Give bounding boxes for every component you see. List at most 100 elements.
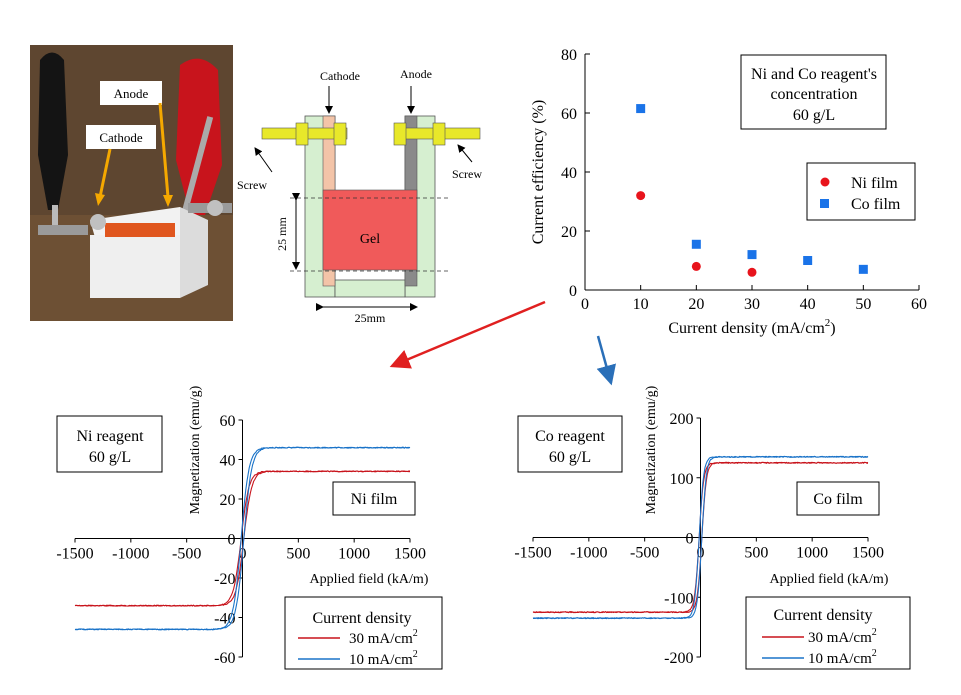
schematic-screw-right: Screw <box>452 167 482 181</box>
ni-point <box>636 191 646 201</box>
ni-y-tick-label: 40 <box>220 453 236 470</box>
ni-reagent-line-1: Ni reagent <box>76 428 144 445</box>
ni-y-tick-label: -20 <box>214 571 235 588</box>
ni-y-label: Magnetization (emu/g) <box>188 385 203 514</box>
efficiency-legend <box>806 162 916 221</box>
cell-photo: Anode Cathode <box>30 45 233 321</box>
ni-x-tick-label: -1000 <box>112 546 149 563</box>
ni-legend <box>284 596 443 670</box>
schematic-anode-label: Anode <box>400 67 432 81</box>
co-legend-30-label: 30 mA/cm2 <box>808 627 877 646</box>
legend-co-label: Co film <box>851 196 901 213</box>
efficiency-x-tick-label: 0 <box>581 296 589 313</box>
co-reagent-line-1: Co reagent <box>535 428 605 445</box>
co-film-box <box>796 481 880 516</box>
ni-y-tick-label: 0 <box>228 532 236 549</box>
ni-x-tick-label: -1500 <box>56 546 93 563</box>
co-reagent-line-2: 60 g/L <box>549 449 591 466</box>
co-y-tick-label: 200 <box>670 411 694 428</box>
co-point <box>803 256 813 265</box>
co-y-label: Magnetization (emu/g) <box>644 385 659 514</box>
efficiency-y-tick-label: 80 <box>561 47 577 64</box>
photo-anode-label: Anode <box>114 86 149 101</box>
efficiency-y-label: Current efficiency (%) <box>530 100 547 245</box>
ni-reagent-box <box>56 415 163 473</box>
gel-region <box>322 189 418 271</box>
ni-legend-30-label: 30 mA/cm2 <box>349 628 418 647</box>
ni-x-tick-label: -500 <box>172 546 201 563</box>
ni-x-tick-label: 1500 <box>394 546 426 563</box>
photo-cathode-arrow <box>98 148 112 198</box>
co-curves <box>532 455 869 620</box>
red-clip <box>176 58 222 215</box>
legend-co-marker <box>820 199 829 208</box>
concentration-line-3: 60 g/L <box>793 107 835 124</box>
cell-photo-drawing: Anode Cathode <box>30 45 233 321</box>
cell-container <box>90 235 180 298</box>
co-x-tick-label: -1000 <box>570 545 607 562</box>
co-point <box>858 264 868 274</box>
photo-cathode-label: Cathode <box>99 130 143 145</box>
co-x-tick-label: 1500 <box>852 545 884 562</box>
ni-x-tick-label: 500 <box>286 546 310 563</box>
co-reagent-box <box>517 415 623 473</box>
efficiency-x-tick-label: 40 <box>800 296 816 313</box>
ni-curves <box>74 446 411 631</box>
efficiency-points <box>636 104 868 277</box>
efficiency-x-tick-label: 20 <box>688 296 704 313</box>
ni-curve-10-return <box>74 446 411 631</box>
co-legend-title: Current density <box>773 607 872 624</box>
ni-y-tick-label: -60 <box>214 650 235 667</box>
efficiency-x-label: Current density (mA/cm2) <box>668 317 835 337</box>
co-legend-10-label: 10 mA/cm2 <box>808 648 877 667</box>
ni-film-label: Ni film <box>351 491 398 508</box>
ni-reagent-line-2: 60 g/L <box>89 449 131 466</box>
ni-point <box>691 261 701 271</box>
ni-legend-title: Current density <box>312 610 411 627</box>
co-point <box>747 250 757 260</box>
concentration-line-1: Ni and Co reagent's <box>751 66 877 83</box>
legend-ni-label: Ni film <box>851 175 898 192</box>
co-legend <box>745 596 911 670</box>
photo-anode-arrow <box>158 102 170 198</box>
co-y-tick-label: -200 <box>664 650 693 667</box>
co-y-tick-label: 100 <box>670 471 694 488</box>
schematic-height-label: 25 mm <box>275 217 289 251</box>
schematic-width-label: 25mm <box>355 311 386 325</box>
ni-x-tick-label: 1000 <box>338 546 370 563</box>
red-arrow <box>389 300 546 369</box>
ni-film-box <box>332 481 416 516</box>
schematic-screw-left: Screw <box>237 178 267 192</box>
co-x-tick-label: -500 <box>630 545 659 562</box>
blue-arrow <box>596 335 616 386</box>
co-point <box>691 239 701 249</box>
ni-legend-10-label: 10 mA/cm2 <box>349 649 418 668</box>
efficiency-y-tick-label: 40 <box>561 165 577 182</box>
ni-y-tick-label: 20 <box>220 492 236 509</box>
efficiency-y-tick-label: 20 <box>561 224 577 241</box>
concentration-box <box>740 54 887 130</box>
schematic-cathode-label: Cathode <box>320 69 360 83</box>
co-x-tick-label: 500 <box>744 545 768 562</box>
ni-point <box>747 267 757 277</box>
efficiency-x-tick-label: 60 <box>911 296 927 313</box>
legend-ni-marker <box>820 177 830 187</box>
efficiency-x-tick-label: 30 <box>744 296 760 313</box>
ni-y-tick-label: 60 <box>220 413 236 430</box>
co-film-label: Co film <box>813 491 863 508</box>
co-y-tick-label: -100 <box>664 590 693 607</box>
co-x-label: Applied field (kA/m) <box>770 572 889 587</box>
efficiency-y-tick-label: 0 <box>569 283 577 300</box>
co-curve-10-return <box>532 455 869 620</box>
co-x-tick-label: -1500 <box>514 545 551 562</box>
efficiency-x-tick-label: 50 <box>855 296 871 313</box>
co-point <box>636 104 646 114</box>
co-y-tick-label: 0 <box>686 531 694 548</box>
efficiency-y-tick-label: 60 <box>561 106 577 123</box>
black-clip <box>38 52 68 210</box>
